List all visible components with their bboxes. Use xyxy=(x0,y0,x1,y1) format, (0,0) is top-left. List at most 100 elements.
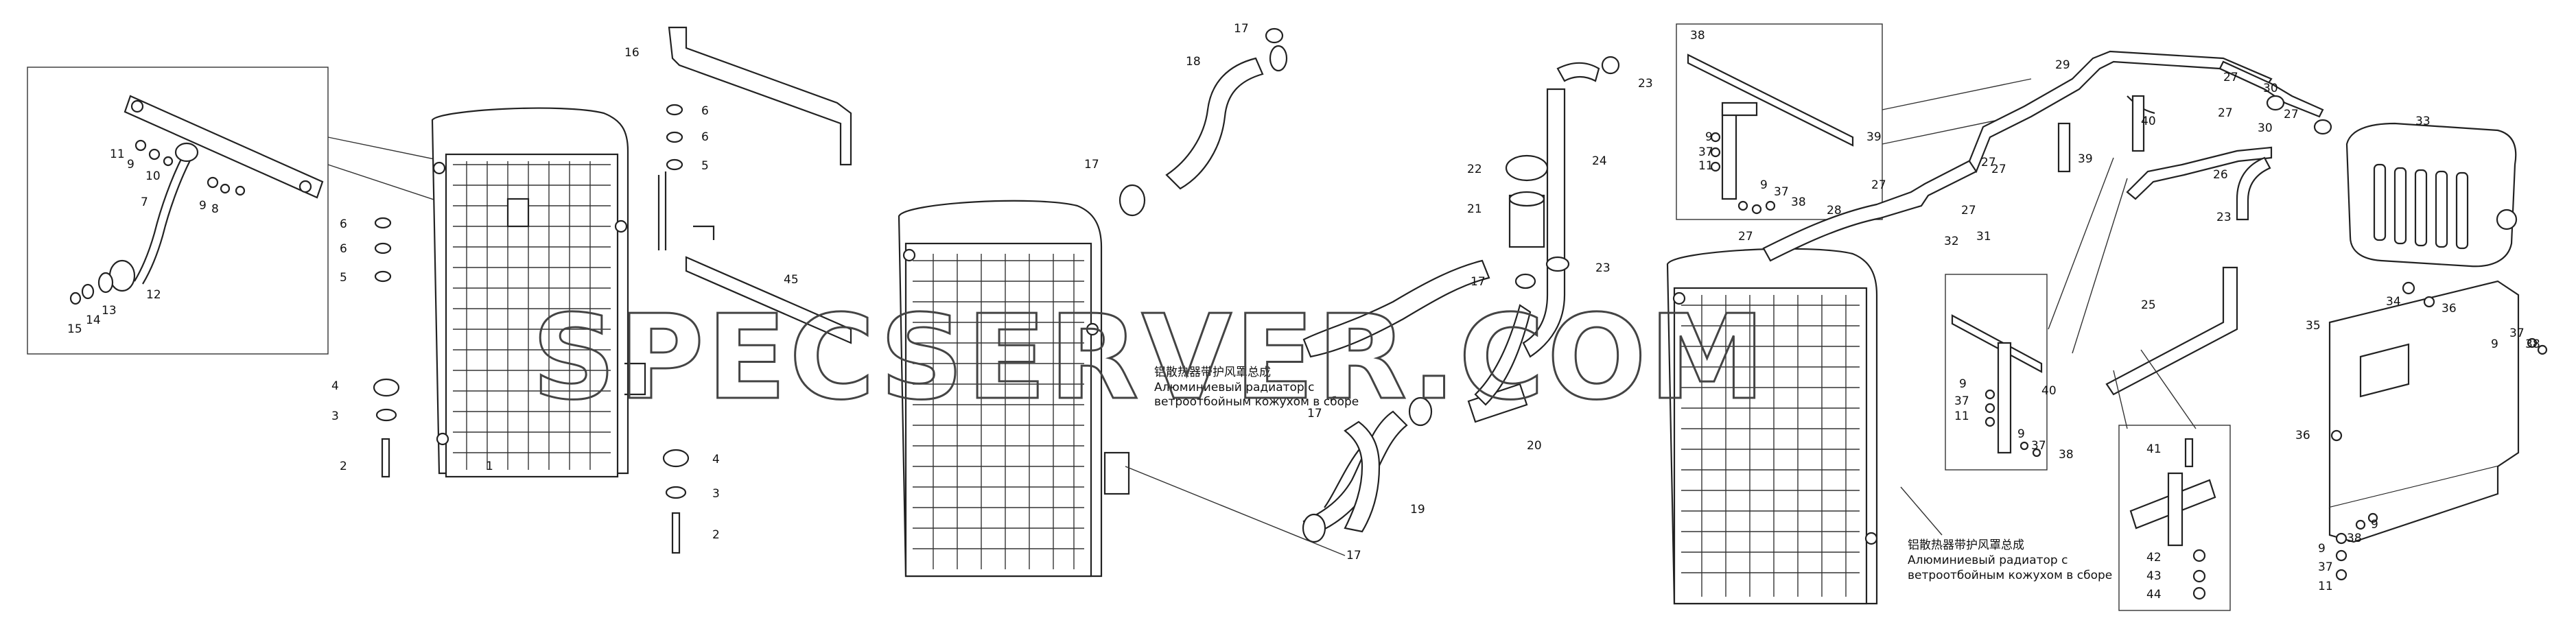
mount-bracket xyxy=(624,362,646,396)
callout-27: 27 xyxy=(1961,204,1976,217)
callout-37: 37 xyxy=(2318,560,2333,574)
callout-37: 37 xyxy=(2509,326,2525,340)
note-ru-2b: ветроотбойным кожухом в сборе xyxy=(1908,569,2112,582)
callout-9: 9 xyxy=(1760,178,1768,192)
callout-6: 6 xyxy=(701,130,709,144)
callout-9: 9 xyxy=(2491,337,2498,351)
callout-23: 23 xyxy=(2216,211,2232,224)
callout-22: 22 xyxy=(1467,163,1482,176)
callout-labels: 11 9 10 7 9 8 12 13 14 15 6 6 5 4 3 2 1 … xyxy=(67,22,2540,602)
callout-38: 38 xyxy=(2525,337,2540,351)
callout-29: 29 xyxy=(2055,58,2070,72)
detail-box-lower-right xyxy=(2118,425,2231,611)
callout-27: 27 xyxy=(1991,163,2006,176)
callout-28: 28 xyxy=(1827,204,1842,217)
callout-6: 6 xyxy=(340,242,347,256)
stay-rod-16 xyxy=(668,26,852,166)
callout-11: 11 xyxy=(2318,580,2333,593)
callout-38: 38 xyxy=(1690,29,1705,43)
leader-line xyxy=(1125,466,1346,556)
callout-37: 37 xyxy=(2031,439,2046,453)
callout-13: 13 xyxy=(102,304,117,318)
callout-27: 27 xyxy=(2284,108,2299,121)
leader-line xyxy=(2048,157,2114,330)
callout-33: 33 xyxy=(2415,115,2431,128)
callout-7: 7 xyxy=(141,195,148,209)
callout-27: 27 xyxy=(1981,156,1996,169)
callout-17: 17 xyxy=(1471,275,1486,289)
fastener-stack-left xyxy=(373,104,690,554)
callout-18: 18 xyxy=(1186,55,1201,69)
callout-35: 35 xyxy=(2306,319,2321,333)
callout-3: 3 xyxy=(331,409,339,423)
hardware-misc-right xyxy=(2330,281,2548,581)
callout-11: 11 xyxy=(1698,159,1713,173)
callout-4: 4 xyxy=(712,453,720,466)
callout-2: 2 xyxy=(340,460,347,473)
callout-9: 9 xyxy=(2017,427,2025,441)
callout-25: 25 xyxy=(2141,298,2156,312)
callout-31: 31 xyxy=(1976,230,1991,243)
callout-23: 23 xyxy=(1595,261,1611,275)
expansion-tank-33 xyxy=(2345,122,2518,268)
leader-line xyxy=(2113,370,2128,429)
radiator-assembly-2 xyxy=(898,200,1130,578)
callout-4: 4 xyxy=(331,379,339,393)
callout-27: 27 xyxy=(1871,178,1886,192)
callout-6: 6 xyxy=(701,104,709,118)
callout-42: 42 xyxy=(2146,551,2162,564)
callout-27: 27 xyxy=(2223,71,2238,84)
note-cn-2: 铝散热器带护风罩总成 xyxy=(1908,538,2024,552)
callout-20: 20 xyxy=(1527,439,1542,453)
callout-30: 30 xyxy=(2258,121,2273,135)
callout-24: 24 xyxy=(1592,154,1607,168)
detail-box-middle-right xyxy=(1945,274,2048,471)
callout-38: 38 xyxy=(1791,195,1806,209)
callout-17: 17 xyxy=(1346,549,1361,562)
callout-10: 10 xyxy=(145,169,161,183)
callout-40: 40 xyxy=(2041,384,2057,398)
note-cn-1: 铝散热器带护风罩总成 xyxy=(1154,366,1271,379)
tank-bracket-35 xyxy=(2328,280,2520,543)
radiator-assembly-3 xyxy=(1666,248,1878,605)
callout-32: 32 xyxy=(1944,235,1959,248)
callout-39: 39 xyxy=(1866,130,1882,144)
callout-17: 17 xyxy=(1307,407,1322,420)
callout-27: 27 xyxy=(1738,230,1753,243)
leader-line xyxy=(2072,178,2128,354)
note-ru-2a: Алюминиевый радиатор с xyxy=(1908,554,2068,567)
callout-9: 9 xyxy=(2318,542,2326,556)
callout-1: 1 xyxy=(486,460,493,473)
callout-5: 5 xyxy=(340,271,347,285)
callout-37: 37 xyxy=(1954,394,1969,408)
callout-40: 40 xyxy=(2141,115,2156,128)
callout-30: 30 xyxy=(2263,82,2278,95)
note-ru-1a: Алюминиевый радиатор с xyxy=(1154,381,1314,394)
callout-9: 9 xyxy=(1705,130,1713,144)
callout-9: 9 xyxy=(2371,518,2378,532)
callout-9: 9 xyxy=(127,158,134,171)
bracket-45 xyxy=(693,225,715,240)
callout-36: 36 xyxy=(2442,302,2457,316)
callout-39: 39 xyxy=(2078,152,2093,166)
callout-11: 11 xyxy=(110,147,125,161)
callout-19: 19 xyxy=(1410,503,1425,516)
callout-8: 8 xyxy=(211,202,219,216)
callout-6: 6 xyxy=(340,217,347,231)
callout-5: 5 xyxy=(701,159,709,173)
callout-44: 44 xyxy=(2146,588,2162,602)
callout-9: 9 xyxy=(1959,377,1967,391)
assembly-note-1: 铝散热器带护风罩总成 Алюминиевый радиатор с ветроо… xyxy=(1154,366,1359,409)
callout-2: 2 xyxy=(712,528,720,542)
callout-26: 26 xyxy=(2213,168,2228,182)
callout-43: 43 xyxy=(2146,569,2162,583)
callout-11: 11 xyxy=(1954,409,1969,423)
assembly-note-2: 铝散热器带护风罩总成 Алюминиевый радиатор с ветроо… xyxy=(1908,538,2112,582)
callout-36: 36 xyxy=(2295,429,2310,442)
callout-9: 9 xyxy=(199,199,207,213)
callout-37: 37 xyxy=(1698,145,1713,159)
leader-line xyxy=(2140,349,2197,429)
callout-17: 17 xyxy=(1084,158,1099,171)
callout-37: 37 xyxy=(1774,185,1789,199)
